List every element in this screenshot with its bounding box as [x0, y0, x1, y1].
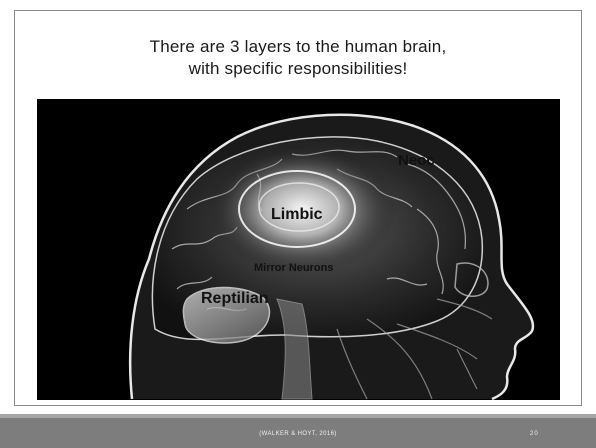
slide-title: There are 3 layers to the human brain, w… [14, 36, 582, 80]
footer-citation: (WALKER & HOYT, 2016) [0, 431, 596, 437]
brain-illustration [37, 99, 560, 400]
page-number: 20 [530, 431, 539, 437]
label-mirror-neurons: Mirror Neurons [254, 262, 333, 274]
label-neocortex: Neoc [398, 152, 435, 169]
brain-xray-image: Neoc Limbic Mirror Neurons Reptilian [37, 99, 560, 400]
slide-title-line-1: There are 3 layers to the human brain, [14, 36, 582, 58]
label-reptilian: Reptilian [201, 290, 269, 308]
slide-title-line-2: with specific responsibilities! [14, 58, 582, 80]
label-limbic: Limbic [271, 206, 323, 224]
